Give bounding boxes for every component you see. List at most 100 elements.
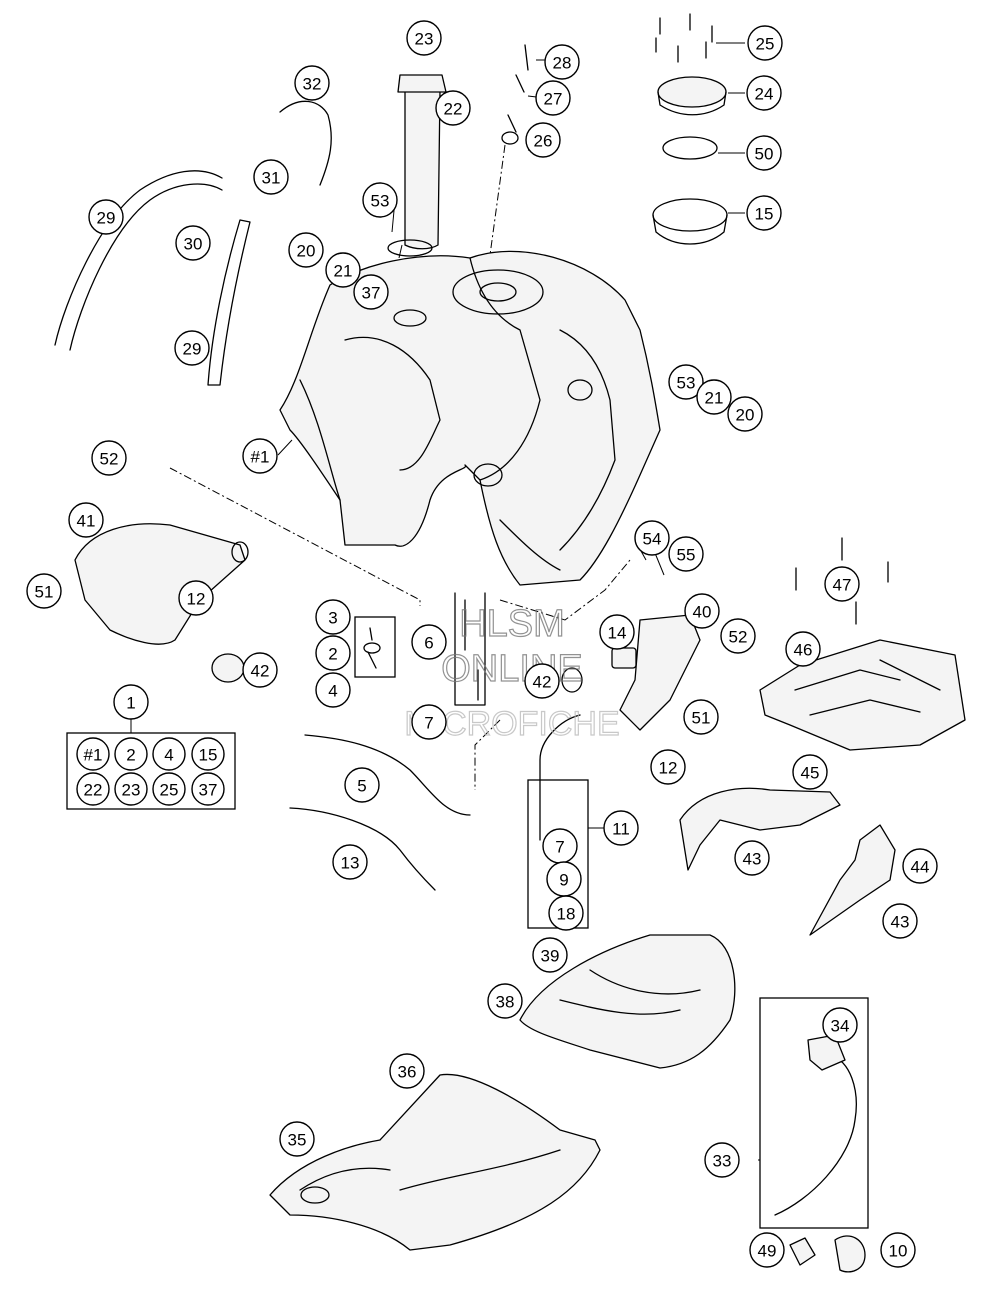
callout-circle [288, 232, 324, 268]
callout-label: 41 [77, 512, 96, 531]
kit-item-22: 22 [76, 772, 110, 806]
callout-label: 39 [541, 947, 560, 966]
callout-label: 51 [35, 583, 54, 602]
callout-circle [91, 440, 127, 476]
callout-circle [344, 767, 380, 803]
callout-label: 47 [833, 576, 852, 595]
luggage-rack [759, 639, 966, 751]
callout-15: 15 [746, 195, 782, 231]
kit-item-label: 4 [164, 746, 173, 765]
callout-circle [389, 1053, 425, 1089]
kit-item-37: 37 [191, 772, 225, 806]
kit-item-4: 4 [152, 737, 186, 771]
callout-label: 28 [553, 54, 572, 73]
callout-circle [746, 75, 782, 111]
callout-label: 30 [184, 235, 203, 254]
callout-33: 33 [704, 1142, 740, 1178]
callout-52: 52 [91, 440, 127, 476]
kit-item-label: 22 [84, 781, 103, 800]
callout-2: 2 [315, 635, 351, 671]
callout-label: 10 [889, 1242, 908, 1261]
callout-label: 2 [328, 645, 337, 664]
callout-circle [532, 937, 568, 973]
kit-item-2: 2 [114, 737, 148, 771]
callout-23: 23 [406, 20, 442, 56]
callout-label: 15 [755, 205, 774, 224]
lock-cylinder [789, 1237, 816, 1266]
callout-34: 34 [822, 1007, 858, 1043]
callout-circle [411, 624, 447, 660]
callout-42: 42 [242, 652, 278, 688]
watermark-line2: ONLINE [441, 648, 582, 690]
callout-51: 51 [683, 699, 719, 735]
callout-label: 52 [100, 450, 119, 469]
kit-item-label: 15 [199, 746, 218, 765]
tank-support-right [561, 614, 701, 731]
callout-label: 11 [612, 820, 630, 839]
callout-label: 40 [693, 603, 712, 622]
callout-label: 21 [334, 262, 353, 281]
callout-label: 52 [729, 628, 748, 647]
grab-handle-left [679, 787, 841, 871]
callout-29: 29 [88, 199, 124, 235]
callout-6: 6 [411, 624, 447, 660]
callout-32: 32 [294, 65, 330, 101]
kit-item-label: #1 [84, 746, 103, 765]
callout-circle [353, 274, 389, 310]
callout-46: 46 [785, 631, 821, 667]
callout-37: 37 [353, 274, 389, 310]
callout-12: 12 [178, 580, 214, 616]
callout-hash1: #1 [242, 438, 278, 474]
callout-circle [704, 1142, 740, 1178]
callout-circle [525, 122, 561, 158]
ref-line-hose [474, 719, 501, 790]
hose-11 [539, 714, 581, 841]
callout-51: 51 [26, 573, 62, 609]
kit-item-circle [152, 737, 186, 771]
callout-label: 34 [831, 1017, 850, 1036]
kit-item-23: 23 [114, 772, 148, 806]
callout-circle [68, 502, 104, 538]
callout-label: 42 [533, 673, 552, 692]
callout-circle [175, 225, 211, 261]
callout-53: 53 [362, 182, 398, 218]
callout-11: 11 [603, 810, 639, 846]
seat-lock-cable [774, 1054, 857, 1216]
callout-label: 53 [371, 192, 390, 211]
drain-valve-group [454, 592, 486, 706]
rear-seat [519, 934, 736, 1069]
callout-circle [746, 135, 782, 171]
callout-label: 14 [608, 624, 627, 643]
filler-cap [652, 76, 728, 245]
callout-47: 47 [824, 566, 860, 602]
callout-13: 13 [332, 844, 368, 880]
callout-label: 55 [677, 546, 696, 565]
callout-circle [535, 80, 571, 116]
callout-circle [603, 810, 639, 846]
callout-10: 10 [880, 1232, 916, 1268]
callout-7: 7 [411, 704, 447, 740]
callout-circle [362, 182, 398, 218]
callout-label: 38 [496, 993, 515, 1012]
callout-label: 29 [183, 340, 202, 359]
callout-circle [882, 903, 918, 939]
callout-label: 13 [341, 854, 360, 873]
callout-35: 35 [279, 1121, 315, 1157]
callout-label: 1 [126, 694, 135, 713]
callout-circle [406, 20, 442, 56]
callout-label: 44 [911, 858, 930, 877]
callout-circle [411, 704, 447, 740]
callout-circle [634, 520, 670, 556]
callout-circle [279, 1121, 315, 1157]
screws-47 [795, 537, 889, 625]
ref-line-tank-right [499, 559, 631, 621]
callout-label: 5 [357, 777, 366, 796]
sensor-assembly [354, 616, 396, 678]
callout-layer: 2322282726252450153231293053202137295321… [26, 20, 938, 1268]
callout-label: 35 [288, 1131, 307, 1150]
callout-circle [746, 195, 782, 231]
callout-circle [599, 614, 635, 650]
callout-circle [749, 1232, 785, 1268]
callout-label: 32 [303, 75, 322, 94]
